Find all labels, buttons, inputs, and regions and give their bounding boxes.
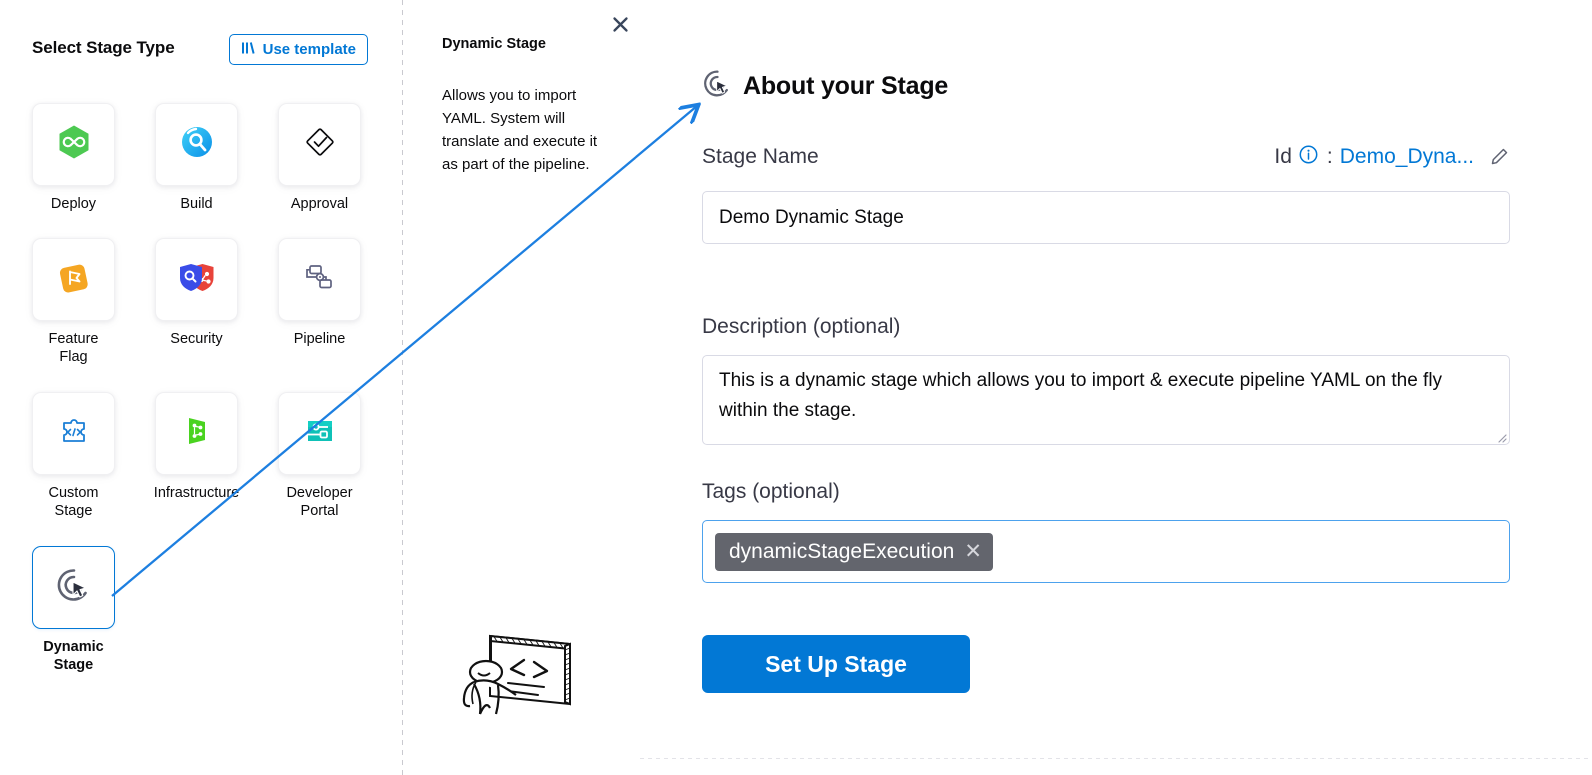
description-label: Description (optional) bbox=[702, 315, 901, 338]
stage-card[interactable] bbox=[278, 392, 361, 475]
stage-type-grid: Deploy bbox=[32, 103, 372, 674]
stage-id-separator: : bbox=[1326, 145, 1333, 168]
stage-type-label: Feature Flag bbox=[48, 331, 99, 365]
close-icon bbox=[612, 16, 629, 38]
custom-stage-code-icon bbox=[57, 415, 91, 452]
stage-type-deploy[interactable]: Deploy bbox=[32, 103, 115, 213]
stage-type-label: Security bbox=[170, 331, 223, 347]
security-shields-icon bbox=[177, 260, 217, 299]
stage-card[interactable] bbox=[155, 238, 238, 321]
tag-chip-label: dynamicStageExecution bbox=[729, 539, 955, 563]
dynamic-stage-cursor-icon bbox=[55, 566, 93, 609]
stage-card[interactable] bbox=[32, 103, 115, 186]
info-circle-icon[interactable] bbox=[1299, 145, 1318, 169]
stage-info-description: Allows you to import YAML. System will t… bbox=[442, 87, 598, 173]
feature-flag-icon bbox=[57, 260, 91, 299]
stage-card[interactable] bbox=[278, 238, 361, 321]
stage-type-infrastructure[interactable]: Infrastructure bbox=[153, 392, 240, 520]
stage-info-title: Dynamic Stage bbox=[442, 36, 546, 52]
stage-id-block[interactable]: Id : Demo_Dyna... bbox=[1274, 145, 1510, 169]
stage-type-feature-flag[interactable]: Feature Flag bbox=[32, 238, 115, 366]
infrastructure-icon bbox=[181, 414, 213, 453]
stage-type-custom-stage[interactable]: Custom Stage bbox=[32, 392, 115, 520]
dynamic-stage-cursor-icon bbox=[702, 68, 733, 104]
stage-type-label: Developer Portal bbox=[286, 485, 353, 519]
stage-type-build[interactable]: Build bbox=[155, 103, 238, 213]
pipeline-nodes-icon bbox=[303, 261, 337, 298]
stage-type-label: Pipeline bbox=[293, 331, 346, 347]
stage-card[interactable] bbox=[278, 103, 361, 186]
stage-name-label: Stage Name bbox=[702, 145, 819, 168]
stage-type-label: Approval bbox=[290, 196, 349, 212]
stage-row: Custom Stage bbox=[32, 392, 372, 520]
developer-portal-icon bbox=[303, 414, 337, 453]
stage-id-value[interactable]: Demo_Dyna... bbox=[1339, 145, 1474, 168]
stage-type-dynamic-stage[interactable]: Dynamic Stage bbox=[32, 546, 115, 674]
page-title: Select Stage Type bbox=[32, 38, 175, 57]
stage-card[interactable] bbox=[32, 546, 115, 629]
stage-type-security[interactable]: Security bbox=[155, 238, 238, 366]
build-magnifier-icon bbox=[180, 125, 214, 164]
approval-check-diamond-icon bbox=[302, 124, 338, 165]
stage-name-input[interactable]: Demo Dynamic Stage bbox=[702, 191, 1510, 244]
set-up-stage-button[interactable]: Set Up Stage bbox=[702, 635, 970, 693]
select-stage-type-panel: Select Stage Type Use template bbox=[0, 0, 402, 775]
stage-card[interactable] bbox=[155, 392, 238, 475]
stage-type-approval[interactable]: Approval bbox=[278, 103, 361, 213]
stage-card[interactable] bbox=[32, 392, 115, 475]
stage-row: Feature Flag bbox=[32, 238, 372, 366]
stage-row: Deploy bbox=[32, 103, 372, 213]
stage-type-pipeline[interactable]: Pipeline bbox=[278, 238, 361, 366]
stage-card[interactable] bbox=[155, 103, 238, 186]
use-template-button[interactable]: Use template bbox=[228, 34, 368, 65]
bottom-divider bbox=[640, 758, 1592, 759]
stage-card[interactable] bbox=[32, 238, 115, 321]
left-panel-header: Select Stage Type Use template bbox=[32, 34, 370, 66]
template-bars-icon bbox=[241, 41, 256, 59]
deploy-hexagon-icon bbox=[57, 124, 91, 165]
about-stage-header: About your Stage bbox=[702, 68, 948, 104]
tags-label: Tags (optional) bbox=[702, 480, 840, 503]
about-stage-title: About your Stage bbox=[743, 71, 949, 100]
stage-type-label: Infrastructure bbox=[153, 485, 240, 501]
pencil-edit-icon[interactable] bbox=[1488, 146, 1510, 168]
tag-chip[interactable]: dynamicStageExecution ✕ bbox=[715, 532, 993, 571]
use-template-label: Use template bbox=[262, 41, 356, 58]
stage-row: Dynamic Stage bbox=[32, 546, 372, 674]
close-button[interactable] bbox=[608, 15, 632, 39]
person-presenting-code-board-illustration bbox=[452, 622, 582, 717]
stage-type-label: Custom Stage bbox=[48, 485, 99, 519]
stage-id-label: Id bbox=[1274, 145, 1292, 168]
stage-type-developer-portal[interactable]: Developer Portal bbox=[278, 392, 361, 520]
about-your-stage-panel: About your Stage Stage Name Id : Demo_Dy… bbox=[640, 0, 1592, 775]
stage-name-row: Stage Name Id : Demo_Dyna... bbox=[702, 145, 1510, 169]
tags-input[interactable]: dynamicStageExecution ✕ bbox=[702, 520, 1510, 583]
tag-remove-icon[interactable]: ✕ bbox=[964, 540, 982, 563]
stage-type-label: Dynamic Stage bbox=[43, 639, 104, 673]
stage-type-label: Deploy bbox=[50, 196, 97, 212]
description-textarea[interactable]: This is a dynamic stage which allows you… bbox=[702, 355, 1510, 445]
stage-type-label: Build bbox=[180, 196, 213, 212]
